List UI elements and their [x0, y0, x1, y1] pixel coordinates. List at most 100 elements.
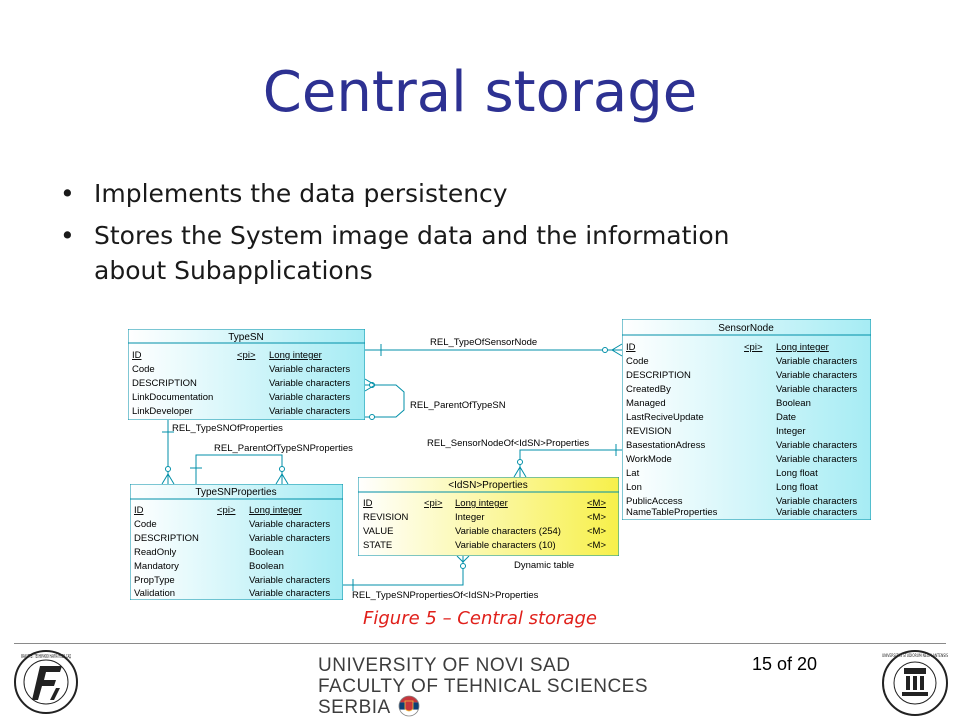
- dynamic-table-note: Dynamic table: [514, 560, 574, 571]
- footer-country: SERBIA: [318, 697, 391, 718]
- entity-attr: Lon: [626, 482, 642, 493]
- entity-header: SensorNode: [718, 323, 774, 334]
- bullet-dot-icon: •: [60, 221, 75, 250]
- entity-attr: LinkDocumentation: [132, 392, 213, 403]
- cardinality-marks: [161, 343, 623, 591]
- entity-type: Long integer: [455, 498, 508, 509]
- entity-type: Variable characters: [776, 356, 857, 367]
- entity-attr: Lat: [626, 468, 640, 479]
- entity-attr: VALUE: [363, 526, 393, 537]
- rel-label-typeofsensornode: REL_TypeOfSensorNode: [430, 337, 537, 348]
- entity-attr: Code: [626, 356, 649, 367]
- entity-attr: Mandatory: [134, 561, 179, 572]
- entity-type: Variable characters: [269, 364, 350, 375]
- entity-attr: ID: [626, 342, 636, 353]
- entity-attr: Code: [134, 519, 157, 530]
- bullet-dot-icon: •: [60, 179, 75, 208]
- entity-type: Variable characters: [269, 392, 350, 403]
- footer-divider: [14, 643, 946, 644]
- rel-parentoftypesnproperties-line: [195, 454, 283, 484]
- entity-sensornode: SensorNode ID <pi> Long integer Code Var…: [622, 319, 871, 520]
- entity-type: Variable characters: [269, 378, 350, 389]
- entity-type: Variable characters: [776, 384, 857, 395]
- entity-key: <pi>: [217, 505, 236, 516]
- entity-key: <pi>: [237, 350, 256, 361]
- entity-flag: <M>: [587, 540, 606, 551]
- entity-type: Boolean: [776, 398, 811, 409]
- rel-label-sensornodeofidsnproperties: REL_SensorNodeOf<IdSN>Properties: [427, 438, 589, 449]
- bullet-item: • Implements the data persistency: [56, 176, 776, 211]
- bullet-list: • Implements the data persistency • Stores…: [56, 176, 776, 295]
- faculty-logo-icon: ФАКУЛТЕТ ТЕХНИЧКИХ НАУКА НОВИ САД: [14, 650, 78, 714]
- entity-header: <IdSN>Properties: [448, 480, 528, 491]
- rel-label-parentoftypesn: REL_ParentOfTypeSN: [410, 400, 506, 411]
- entity-type: Long float: [776, 482, 818, 493]
- entity-attr: LinkDeveloper: [132, 406, 193, 417]
- bullet-text: Stores the System image data and the inf…: [94, 221, 730, 285]
- entity-flag: <M>: [587, 512, 606, 523]
- entity-type: Variable characters: [776, 440, 857, 451]
- entity-attr: BasestationAdress: [626, 440, 705, 451]
- footer-faculty: FACULTY OF TEHNICAL SCIENCES: [318, 676, 649, 697]
- entity-typesn: TypeSN ID <pi> Long integer Code Variabl…: [128, 329, 365, 420]
- entity-flag: <M>: [587, 498, 606, 509]
- entity-attr: PublicAccess: [626, 496, 683, 507]
- entity-type: Variable characters: [249, 533, 330, 544]
- entity-attr: ID: [134, 505, 144, 516]
- bullet-text: Implements the data persistency: [94, 179, 508, 208]
- entity-attr: DESCRIPTION: [132, 378, 197, 389]
- entity-attr: DESCRIPTION: [134, 533, 199, 544]
- entity-flag: <M>: [587, 526, 606, 537]
- rel-label-parentoftypesnproperties: REL_ParentOfTypeSNProperties: [214, 443, 353, 454]
- serbia-flag-icon: [398, 695, 420, 717]
- rel-sensornodeofidsnproperties-line: [519, 449, 622, 477]
- entity-header: TypeSNProperties: [195, 487, 276, 498]
- entity-attr: DESCRIPTION: [626, 370, 691, 381]
- entity-type: Variable characters: [776, 496, 857, 507]
- entity-type: Integer: [776, 426, 806, 437]
- entity-attr: ID: [363, 498, 373, 509]
- entity-attr: REVISION: [626, 426, 672, 437]
- entity-type: Variable characters: [249, 588, 330, 599]
- entity-typesnproperties: TypeSNProperties ID <pi> Long integer Co…: [130, 484, 343, 600]
- entity-header: TypeSN: [228, 332, 264, 343]
- entity-key: <pi>: [424, 498, 443, 509]
- entity-type: Long integer: [249, 505, 302, 516]
- slide-title: Central storage: [262, 60, 698, 125]
- entity-type: Date: [776, 412, 796, 423]
- entity-attr: Code: [132, 364, 155, 375]
- rel-parentoftypesn-line: [365, 384, 405, 418]
- rel-label-typesnofproperties: REL_TypeSNOfProperties: [172, 423, 283, 434]
- entity-type: Boolean: [249, 561, 284, 572]
- rel-typesnpropertiesofidsnproperties-line: [343, 556, 464, 586]
- entity-attr: STATE: [363, 540, 392, 551]
- entity-type: Variable characters: [249, 519, 330, 530]
- entity-attr: ID: [132, 350, 142, 361]
- entity-attr: CreatedBy: [626, 384, 671, 395]
- bullet-item: • Stores the System image data and the in…: [56, 218, 776, 288]
- entity-attr: PropType: [134, 575, 175, 586]
- entity-type: Variable characters: [776, 370, 857, 381]
- entity-attr: NameTableProperties: [626, 507, 718, 518]
- footer-university: UNIVERSITY OF NOVI SAD: [318, 655, 571, 676]
- entity-attr: Managed: [626, 398, 666, 409]
- entity-attr: WorkMode: [626, 454, 672, 465]
- entity-type: Variable characters: [269, 406, 350, 417]
- entity-attr: ReadOnly: [134, 547, 176, 558]
- entity-type: Variable characters (10): [455, 540, 556, 551]
- entity-type: Integer: [455, 512, 485, 523]
- entity-type: Long integer: [776, 342, 829, 353]
- rel-label-typesnpropertiesofidsnproperties: REL_TypeSNPropertiesOf<IdSN>Properties: [352, 590, 539, 601]
- page-number: 15 of 20: [752, 654, 818, 674]
- entity-attr: REVISION: [363, 512, 409, 523]
- entity-attr: Validation: [134, 588, 175, 599]
- left-logo-text: ФАКУЛТЕТ ТЕХНИЧКИХ НАУКА НОВИ САД: [21, 654, 71, 660]
- entity-type: Boolean: [249, 547, 284, 558]
- right-logo-text: UNIVERSITAS STUDIORUM NEOPLANTENSIS: [882, 653, 948, 659]
- entity-type: Variable characters: [776, 507, 857, 518]
- entity-type: Variable characters: [249, 575, 330, 586]
- entity-type: Variable characters: [776, 454, 857, 465]
- entity-type: Long integer: [269, 350, 322, 361]
- figure-caption: Figure 5 – Central storage: [363, 608, 597, 629]
